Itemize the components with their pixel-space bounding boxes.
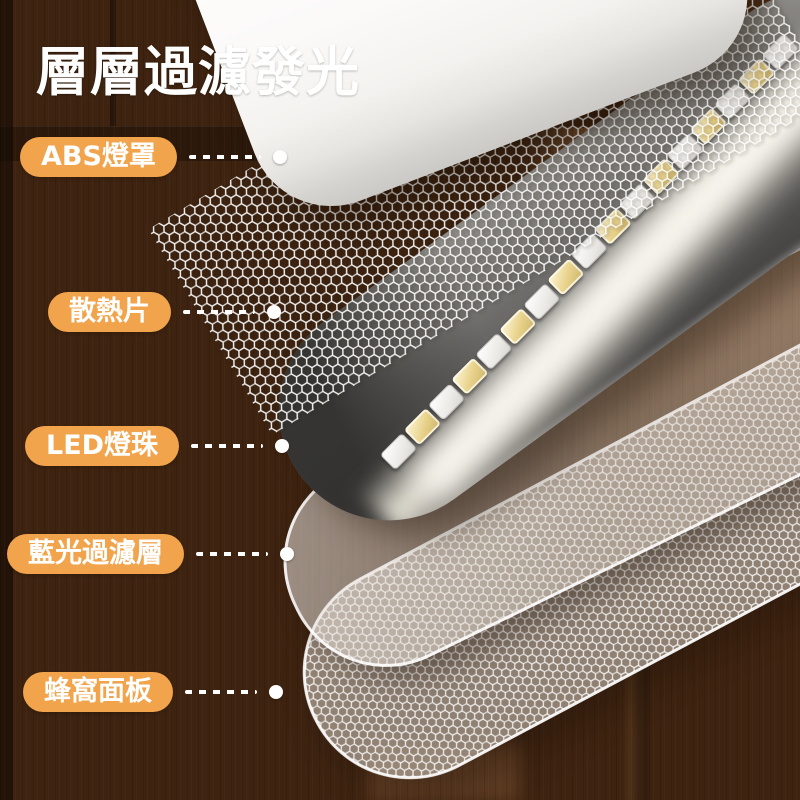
leader-dot xyxy=(272,150,287,164)
label-text: 蜂窩面板 xyxy=(44,676,152,707)
leader-dot xyxy=(280,547,294,561)
wood-frame-corner xyxy=(110,0,116,126)
leader-line xyxy=(183,310,255,314)
label-pill: 散熱片 xyxy=(48,292,171,332)
leader-line xyxy=(196,552,268,556)
label-pill: LED燈珠 xyxy=(25,426,180,466)
label-pill: 藍光過濾層 xyxy=(7,534,184,574)
label-text: 藍光過濾層 xyxy=(28,538,163,569)
page-title: 層層過濾發光 xyxy=(36,42,360,103)
label-text: ABS燈罩 xyxy=(41,141,156,172)
leader-line xyxy=(191,444,264,448)
honeycomb-panel-layer xyxy=(265,203,800,800)
leader-dot xyxy=(267,305,281,319)
callout-abs-cover: ABS燈罩 xyxy=(20,137,287,177)
callout-blue-light-filter: 藍光過濾層 xyxy=(7,534,294,574)
leader-dot xyxy=(269,685,283,699)
label-text: LED燈珠 xyxy=(46,430,159,461)
label-text: 散熱片 xyxy=(69,296,150,327)
label-pill: 蜂窩面板 xyxy=(23,672,173,712)
leader-line xyxy=(188,155,261,159)
wood-frame-left xyxy=(0,0,13,800)
callout-heat-sink: 散熱片 xyxy=(48,292,281,332)
honeycomb-pattern xyxy=(302,240,800,780)
label-pill: ABS燈罩 xyxy=(20,137,177,177)
leader-line xyxy=(185,690,257,694)
leader-dot xyxy=(275,439,290,453)
callout-led-beads: LED燈珠 xyxy=(25,426,290,466)
callout-honeycomb-panel: 蜂窩面板 xyxy=(23,672,283,712)
